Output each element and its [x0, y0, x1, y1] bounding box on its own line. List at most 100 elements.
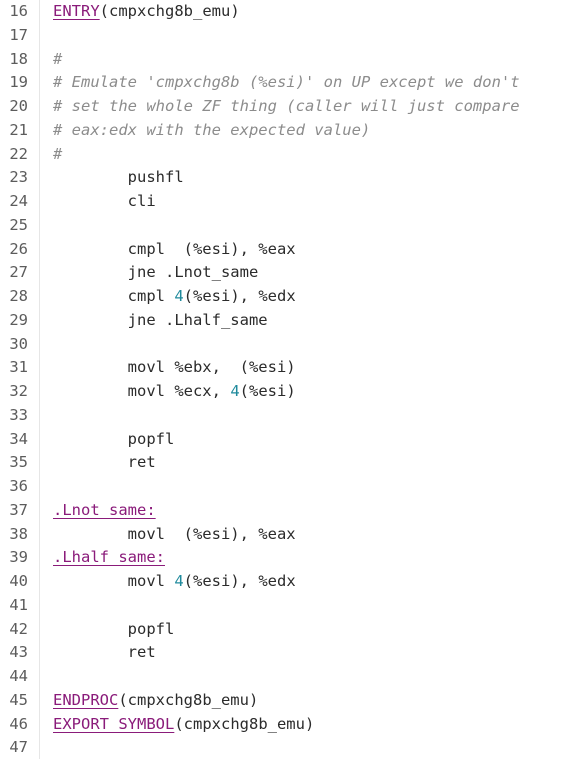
code-line[interactable]: 37 .Lnot_same: [0, 499, 561, 523]
line-number: 23 [9, 168, 28, 187]
line-content: movl 4(%esi), %edx [53, 570, 296, 594]
code-token: ret [53, 643, 156, 662]
code-token: (cmpxchg8b_emu) [174, 714, 315, 733]
line-number: 32 [9, 382, 28, 400]
line-content: # [53, 48, 62, 72]
line-number: 18 [9, 49, 28, 68]
code-line[interactable]: 35 ret [0, 451, 561, 475]
line-number: 46 [9, 714, 28, 733]
code-line[interactable]: 34 popfl [0, 428, 561, 452]
line-number: 38 [9, 524, 28, 543]
code-line[interactable]: 38 movl (%esi), %eax [0, 523, 561, 547]
code-line[interactable]: 45 ENDPROC(cmpxchg8b_emu) [0, 689, 561, 713]
code-token: movl %ebx, (%esi) [53, 358, 296, 377]
code-line[interactable]: 22 # [0, 143, 561, 167]
code-line[interactable]: 47 [0, 736, 561, 760]
code-line[interactable]: 25 [0, 214, 561, 238]
line-content: .Lhalf_same: [53, 546, 165, 570]
label-token: .Lhalf_same: [53, 548, 165, 567]
line-content: # Emulate 'cmpxchg8b (%esi)' on UP excep… [53, 71, 520, 95]
line-number: 34 [9, 429, 28, 448]
number-token: 4 [174, 287, 184, 305]
line-number: 19 [9, 73, 28, 92]
line-number: 28 [9, 287, 28, 305]
line-content: jne .Lnot_same [53, 261, 259, 285]
line-number: 29 [9, 310, 28, 329]
code-line[interactable]: 42 popfl [0, 618, 561, 642]
comment-token: # set the whole ZF thing (caller will ju… [53, 97, 520, 115]
line-number: 41 [9, 595, 28, 614]
line-number: 44 [9, 667, 28, 685]
code-token: jne .Lnot_same [53, 263, 259, 282]
macro-token: EXPORT_SYMBOL [53, 714, 175, 733]
line-content: ENDPROC(cmpxchg8b_emu) [53, 689, 258, 713]
line-number: 27 [9, 263, 28, 282]
code-line[interactable]: 28 cmpl 4(%esi), %edx [0, 285, 561, 309]
code-token: (cmpxchg8b_emu) [99, 2, 240, 20]
code-token: cmpl (%esi), %eax [53, 239, 296, 258]
code-token: (%esi) [239, 382, 296, 400]
code-line[interactable]: 32 movl %ecx, 4(%esi) [0, 380, 561, 404]
line-content: ret [53, 451, 156, 475]
comment-token: # Emulate 'cmpxchg8b (%esi)' on UP excep… [53, 73, 520, 92]
line-number: 20 [9, 97, 28, 115]
line-number: 37 [9, 500, 28, 519]
line-number: 39 [9, 548, 28, 567]
code-line[interactable]: 31 movl %ebx, (%esi) [0, 356, 561, 380]
code-line[interactable]: 26 cmpl (%esi), %eax [0, 238, 561, 262]
line-number: 21 [9, 120, 28, 139]
line-content: cmpl 4(%esi), %edx [53, 285, 296, 309]
code-line[interactable]: 46 EXPORT_SYMBOL(cmpxchg8b_emu) [0, 713, 561, 737]
code-line[interactable]: 30 [0, 333, 561, 357]
code-line[interactable]: 39 .Lhalf_same: [0, 546, 561, 570]
line-content: popfl [53, 618, 175, 642]
line-number: 45 [9, 690, 28, 709]
line-number: 24 [9, 192, 28, 210]
line-number: 22 [9, 144, 28, 163]
code-line[interactable]: 27 jne .Lnot_same [0, 261, 561, 285]
label-token: .Lnot_same: [53, 500, 156, 519]
code-line[interactable]: 29 jne .Lhalf_same [0, 309, 561, 333]
line-content: EXPORT_SYMBOL(cmpxchg8b_emu) [53, 713, 314, 737]
macro-token: ENTRY [53, 2, 100, 20]
line-number: 25 [9, 215, 28, 234]
line-content: movl %ebx, (%esi) [53, 356, 296, 380]
line-content: popfl [53, 428, 175, 452]
gutter-divider [39, 0, 40, 759]
code-token: jne .Lhalf_same [53, 310, 268, 329]
code-token: movl %ecx, [53, 382, 231, 400]
code-line[interactable]: 17 [0, 24, 561, 48]
code-token: popfl [53, 619, 175, 638]
code-line[interactable]: 21 # eax:edx with the expected value) [0, 119, 561, 143]
code-line[interactable]: 44 [0, 665, 561, 689]
line-content: # set the whole ZF thing (caller will ju… [53, 95, 520, 119]
code-line[interactable]: 36 [0, 475, 561, 499]
line-number: 36 [9, 477, 28, 495]
code-line[interactable]: 20 # set the whole ZF thing (caller will … [0, 95, 561, 119]
comment-token: # [53, 49, 63, 68]
line-number: 30 [9, 334, 28, 353]
macro-token: ENDPROC [53, 690, 119, 709]
line-number: 40 [9, 572, 28, 590]
line-number: 35 [9, 453, 28, 472]
code-token: pushfl [53, 168, 184, 187]
line-number: 42 [9, 619, 28, 638]
code-line[interactable]: 33 [0, 404, 561, 428]
code-line[interactable]: 40 movl 4(%esi), %edx [0, 570, 561, 594]
code-line[interactable]: 18 # [0, 48, 561, 72]
line-content: ret [53, 641, 156, 665]
code-token: ret [53, 453, 156, 472]
code-line[interactable]: 23 pushfl [0, 166, 561, 190]
code-token: (cmpxchg8b_emu) [118, 690, 259, 709]
code-line[interactable]: 41 [0, 594, 561, 618]
comment-token: # eax:edx with the expected value) [53, 120, 371, 139]
line-content: ENTRY(cmpxchg8b_emu) [53, 0, 240, 24]
code-line[interactable]: 43 ret [0, 641, 561, 665]
code-line[interactable]: 24 cli [0, 190, 561, 214]
line-content: # [53, 143, 62, 167]
code-line[interactable]: 19 # Emulate 'cmpxchg8b (%esi)' on UP exc… [0, 71, 561, 95]
line-number: 17 [9, 25, 28, 44]
